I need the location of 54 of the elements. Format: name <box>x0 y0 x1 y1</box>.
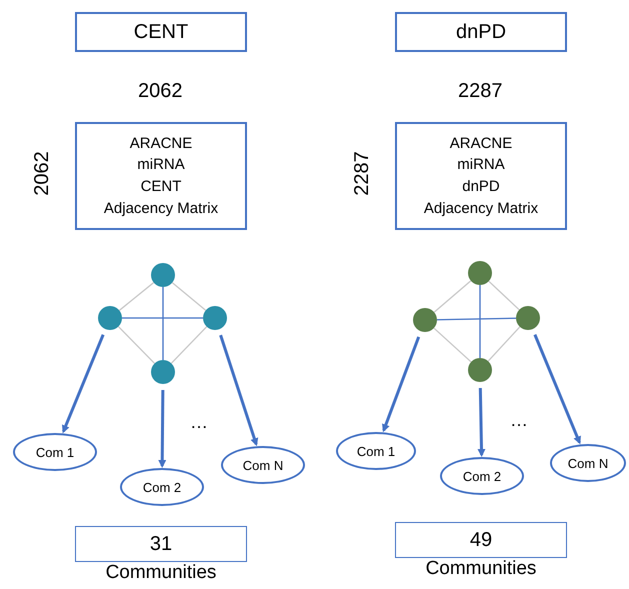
matrix-line: Adjacency Matrix <box>104 198 218 219</box>
community-ellipse: Com 2 <box>440 457 524 495</box>
network-link <box>488 326 520 362</box>
result-box: 49 <box>395 522 567 558</box>
matrix-line: dnPD <box>462 177 500 197</box>
ellipsis-label: … <box>190 412 210 433</box>
count-label: 2287 <box>350 151 374 196</box>
network-link <box>170 326 208 364</box>
network-node <box>151 263 175 287</box>
count-label: 2062 <box>138 80 182 103</box>
arrow <box>534 334 581 444</box>
network-node <box>413 308 437 332</box>
network-link <box>122 317 203 319</box>
community-ellipse: Com N <box>221 446 305 484</box>
ellipsis-label: … <box>510 410 530 431</box>
community-ellipse: Com 1 <box>336 432 416 470</box>
community-ellipse: Com 2 <box>120 468 204 506</box>
matrix-line: miRNA <box>137 155 185 176</box>
matrix-line: miRNA <box>457 155 505 176</box>
network-link <box>172 282 206 311</box>
result-box: 31 <box>75 526 247 562</box>
network-node <box>468 358 492 382</box>
arrow <box>382 336 420 432</box>
network-link <box>162 287 164 360</box>
matrix-line: Adjacency Matrix <box>424 198 538 219</box>
network-link <box>118 282 154 311</box>
count-label: 2287 <box>458 80 502 103</box>
community-ellipse: Com 1 <box>13 433 97 471</box>
matrix-box <box>395 122 567 230</box>
matrix-line: CENT <box>140 177 182 197</box>
network-link <box>488 280 520 310</box>
network-node <box>151 360 175 384</box>
arrow <box>478 388 486 457</box>
arrow <box>62 334 105 434</box>
network-link <box>433 328 472 362</box>
network-link <box>479 285 481 358</box>
network-node <box>468 261 492 285</box>
network-node <box>203 306 227 330</box>
network-node <box>516 306 540 330</box>
title-box: CENT <box>75 12 247 52</box>
result-caption: Communities <box>424 558 538 580</box>
result-caption: Communities <box>104 562 218 584</box>
matrix-box <box>75 122 247 230</box>
count-label: 2062 <box>30 151 54 196</box>
community-ellipse: Com N <box>550 444 626 482</box>
network-node <box>98 306 122 330</box>
arrow <box>158 390 166 468</box>
matrix-line: ARACNE <box>450 134 512 154</box>
arrow <box>219 334 258 446</box>
network-link <box>434 280 472 313</box>
network-link <box>118 326 156 364</box>
title-box: dnPD <box>395 12 567 52</box>
matrix-line: ARACNE <box>130 134 192 154</box>
network-link <box>436 318 516 320</box>
